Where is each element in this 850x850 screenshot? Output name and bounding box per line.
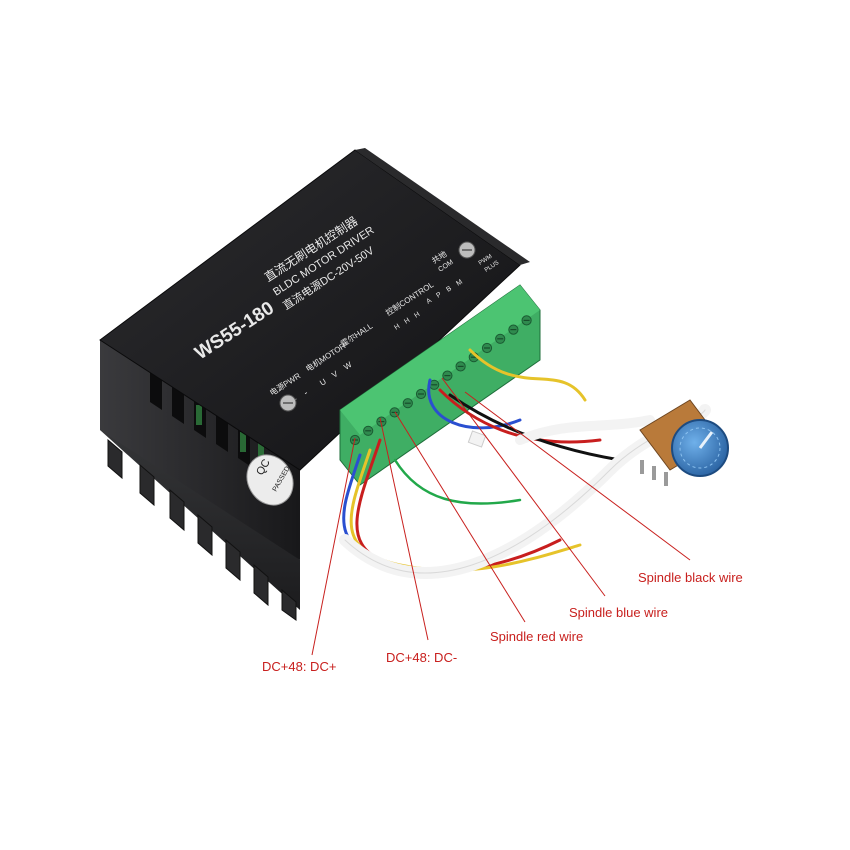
terminal-block <box>339 284 541 486</box>
qc-sticker: QC PASSED <box>246 454 294 506</box>
terminal-screws <box>349 315 532 446</box>
control-pin-m: M <box>455 279 464 288</box>
hall-pin-1: H <box>393 323 401 332</box>
screws <box>279 241 476 412</box>
callout-lines <box>311 377 691 656</box>
leader-dc-minus <box>379 417 429 641</box>
leader-blue-wire <box>441 377 606 597</box>
leader-black-wire <box>464 391 691 561</box>
leader-red-wire <box>394 411 526 623</box>
control-pin-a: A <box>425 297 433 306</box>
motor-pin-u: U <box>318 377 328 388</box>
housing-front <box>100 340 300 560</box>
callout-blue-wire: Spindle blue wire <box>569 605 669 620</box>
callout-dc-minus: DC+48: DC- <box>386 650 458 665</box>
callout-dc-plus: DC+48: DC+ <box>262 659 337 674</box>
motor-pin-v: V <box>330 369 340 380</box>
motor-pin-w: W <box>342 360 354 372</box>
hall-pin-2: H <box>403 317 411 326</box>
callout-black-wire: Spindle black wire <box>638 570 743 585</box>
control-pin-p: P <box>435 291 443 300</box>
pwr-pin-minus: - <box>302 388 310 398</box>
housing-top <box>99 148 530 471</box>
callout-red-wire: Spindle red wire <box>490 629 584 644</box>
leader-dc-plus <box>311 437 356 656</box>
control-pin-b: B <box>445 285 453 294</box>
potentiometer <box>639 399 729 486</box>
hall-pin-3: H <box>413 311 421 320</box>
